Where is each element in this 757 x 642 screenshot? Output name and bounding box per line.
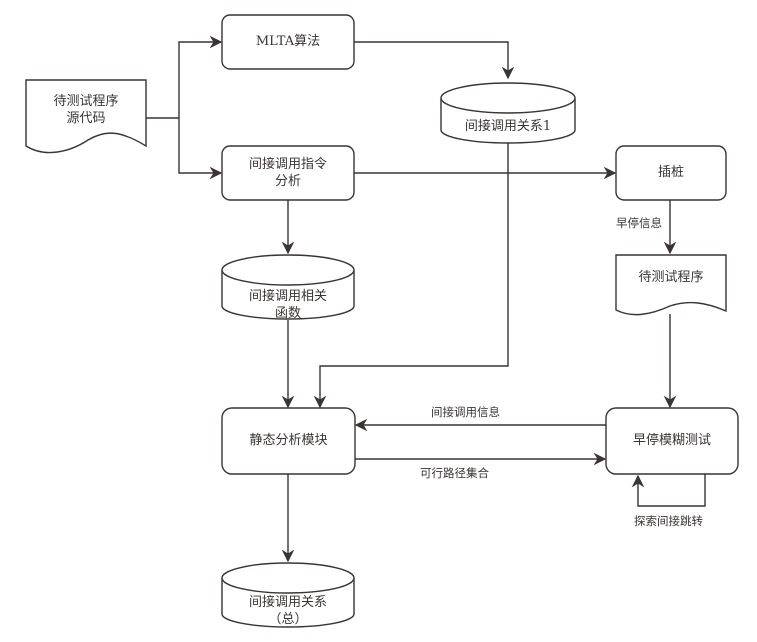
edge-fuzz-self-loop <box>631 474 706 507</box>
edge-source-to-icall-analysis <box>178 118 223 180</box>
edge-mlta-to-icall-rel1 <box>354 41 515 80</box>
edge-label-icall-info: 间接调用信息 <box>431 405 500 419</box>
node-static-module-shape <box>221 407 356 475</box>
edge-source-to-mlta <box>178 35 223 118</box>
node-source-code-shape <box>25 79 147 154</box>
edge-icall-rel1-to-static-module <box>313 142 509 409</box>
node-instrument-shape <box>615 145 727 201</box>
node-early-stop-fuzz-shape <box>605 407 739 475</box>
edge-label-early-stop-info: 早停信息 <box>616 216 662 230</box>
node-icall-funcs-label: 间接调用相关 函数 <box>248 289 327 321</box>
node-instrument-label: 插桩 <box>657 165 684 180</box>
node-target-program-shape <box>615 254 727 316</box>
node-static-module-label: 静态分析模块 <box>249 433 328 448</box>
node-icall-funcs-shape <box>221 254 355 320</box>
node-icall-rel-total-label: 间接调用关系 （总） <box>248 595 327 627</box>
node-icall-rel1-label: 间接调用关系1 <box>464 119 552 134</box>
edge-label-feasible-paths: 可行路径集合 <box>420 466 489 480</box>
node-icall-analysis-shape <box>221 145 355 201</box>
node-target-program-label: 待测试程序 <box>638 270 704 285</box>
node-icall-rel1-shape <box>440 82 576 144</box>
node-mlta-label: MLTA算法 <box>255 34 321 49</box>
node-icall-rel-total-shape <box>221 562 355 628</box>
edge-label-explore-ijump: 探索间接跳转 <box>634 514 703 528</box>
node-source-code-label: 待测试程序 源代码 <box>53 94 119 126</box>
node-mlta-shape <box>221 14 355 70</box>
node-early-stop-fuzz-label: 早停模糊测试 <box>632 433 711 448</box>
node-icall-analysis-label: 间接调用指令 分析 <box>248 157 327 189</box>
